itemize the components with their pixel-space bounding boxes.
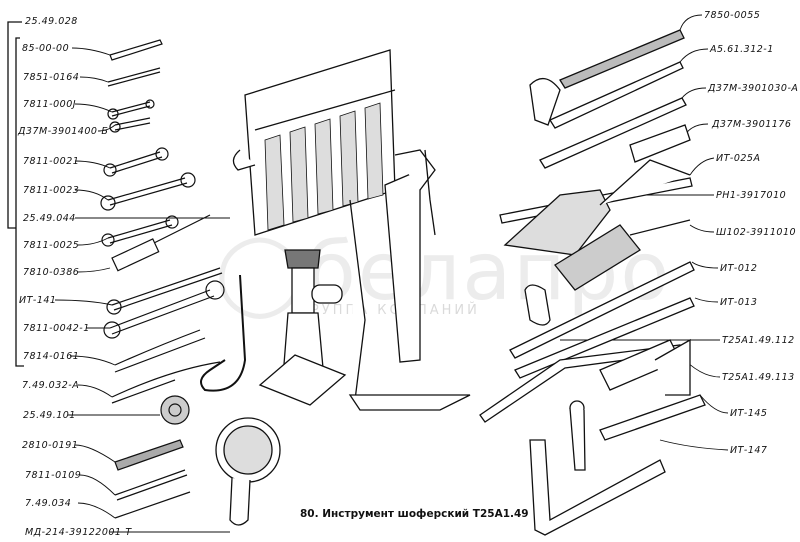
part-label: 7811-0023: [23, 185, 80, 196]
part-label: 7811-0109: [25, 470, 82, 481]
part-label: ИТ-025А: [716, 153, 761, 164]
part-label: 25.49.101: [23, 410, 76, 421]
part-label: МД-214-39122001-Т: [25, 527, 132, 538]
part-label: Т25А1.49.113: [722, 372, 795, 383]
part-label: 7811-0025: [23, 240, 80, 251]
screw-jack: [258, 249, 347, 406]
part-label: 7811-0021: [23, 156, 80, 167]
part-label: 7850-0055: [704, 10, 761, 21]
part-label: 85-00-00: [22, 43, 70, 54]
part-label: ИТ-145: [730, 408, 768, 419]
part-label: А5.61.312-1: [710, 44, 774, 55]
figure-caption: 80. Инструмент шоферский Т25А1.49: [300, 508, 529, 520]
bracket-25-49-044: [15, 37, 24, 367]
tire-pump: [348, 149, 471, 411]
part-label: Д37М-3901176: [712, 119, 792, 130]
part-label: Т25А1.49.112: [722, 335, 795, 346]
part-label: ИТ-141: [19, 295, 57, 306]
left-tools: [100, 39, 225, 519]
part-label: ИТ-147: [730, 445, 768, 456]
right-tools: [479, 29, 706, 536]
part-label: 7851-0164: [23, 72, 80, 83]
part-label: Ш102-3911010: [716, 227, 797, 238]
part-label: 2810-0191: [22, 440, 79, 451]
tool-pouch: [232, 49, 396, 236]
part-label: 7811-0042-1: [23, 323, 90, 334]
part-label: Д37М-3901030-А: [708, 83, 799, 94]
part-label: РН1-3917010: [716, 190, 787, 201]
part-label: Д37М-3901400-Б: [18, 126, 109, 137]
part-label: 7814-0161: [23, 351, 80, 362]
part-label: 7811-000J: [23, 99, 77, 110]
part-label: ИТ-012: [720, 263, 758, 274]
part-label: 7.49.032-А: [22, 380, 80, 391]
part-label: 7.49.034: [25, 498, 72, 509]
watermark-tagline: ГРУППА КОМПАНИЙ: [300, 303, 480, 318]
part-label: ИТ-013: [720, 297, 758, 308]
part-label: 25.49.044: [23, 213, 76, 224]
jack-handle: [200, 274, 247, 392]
pressure-gauge: [215, 417, 281, 526]
bracket-25-49-028: [7, 21, 22, 229]
part-label: 7810-0386: [23, 267, 80, 278]
left-leaders: [54, 47, 230, 533]
part-label: 25.49.028: [25, 16, 78, 27]
